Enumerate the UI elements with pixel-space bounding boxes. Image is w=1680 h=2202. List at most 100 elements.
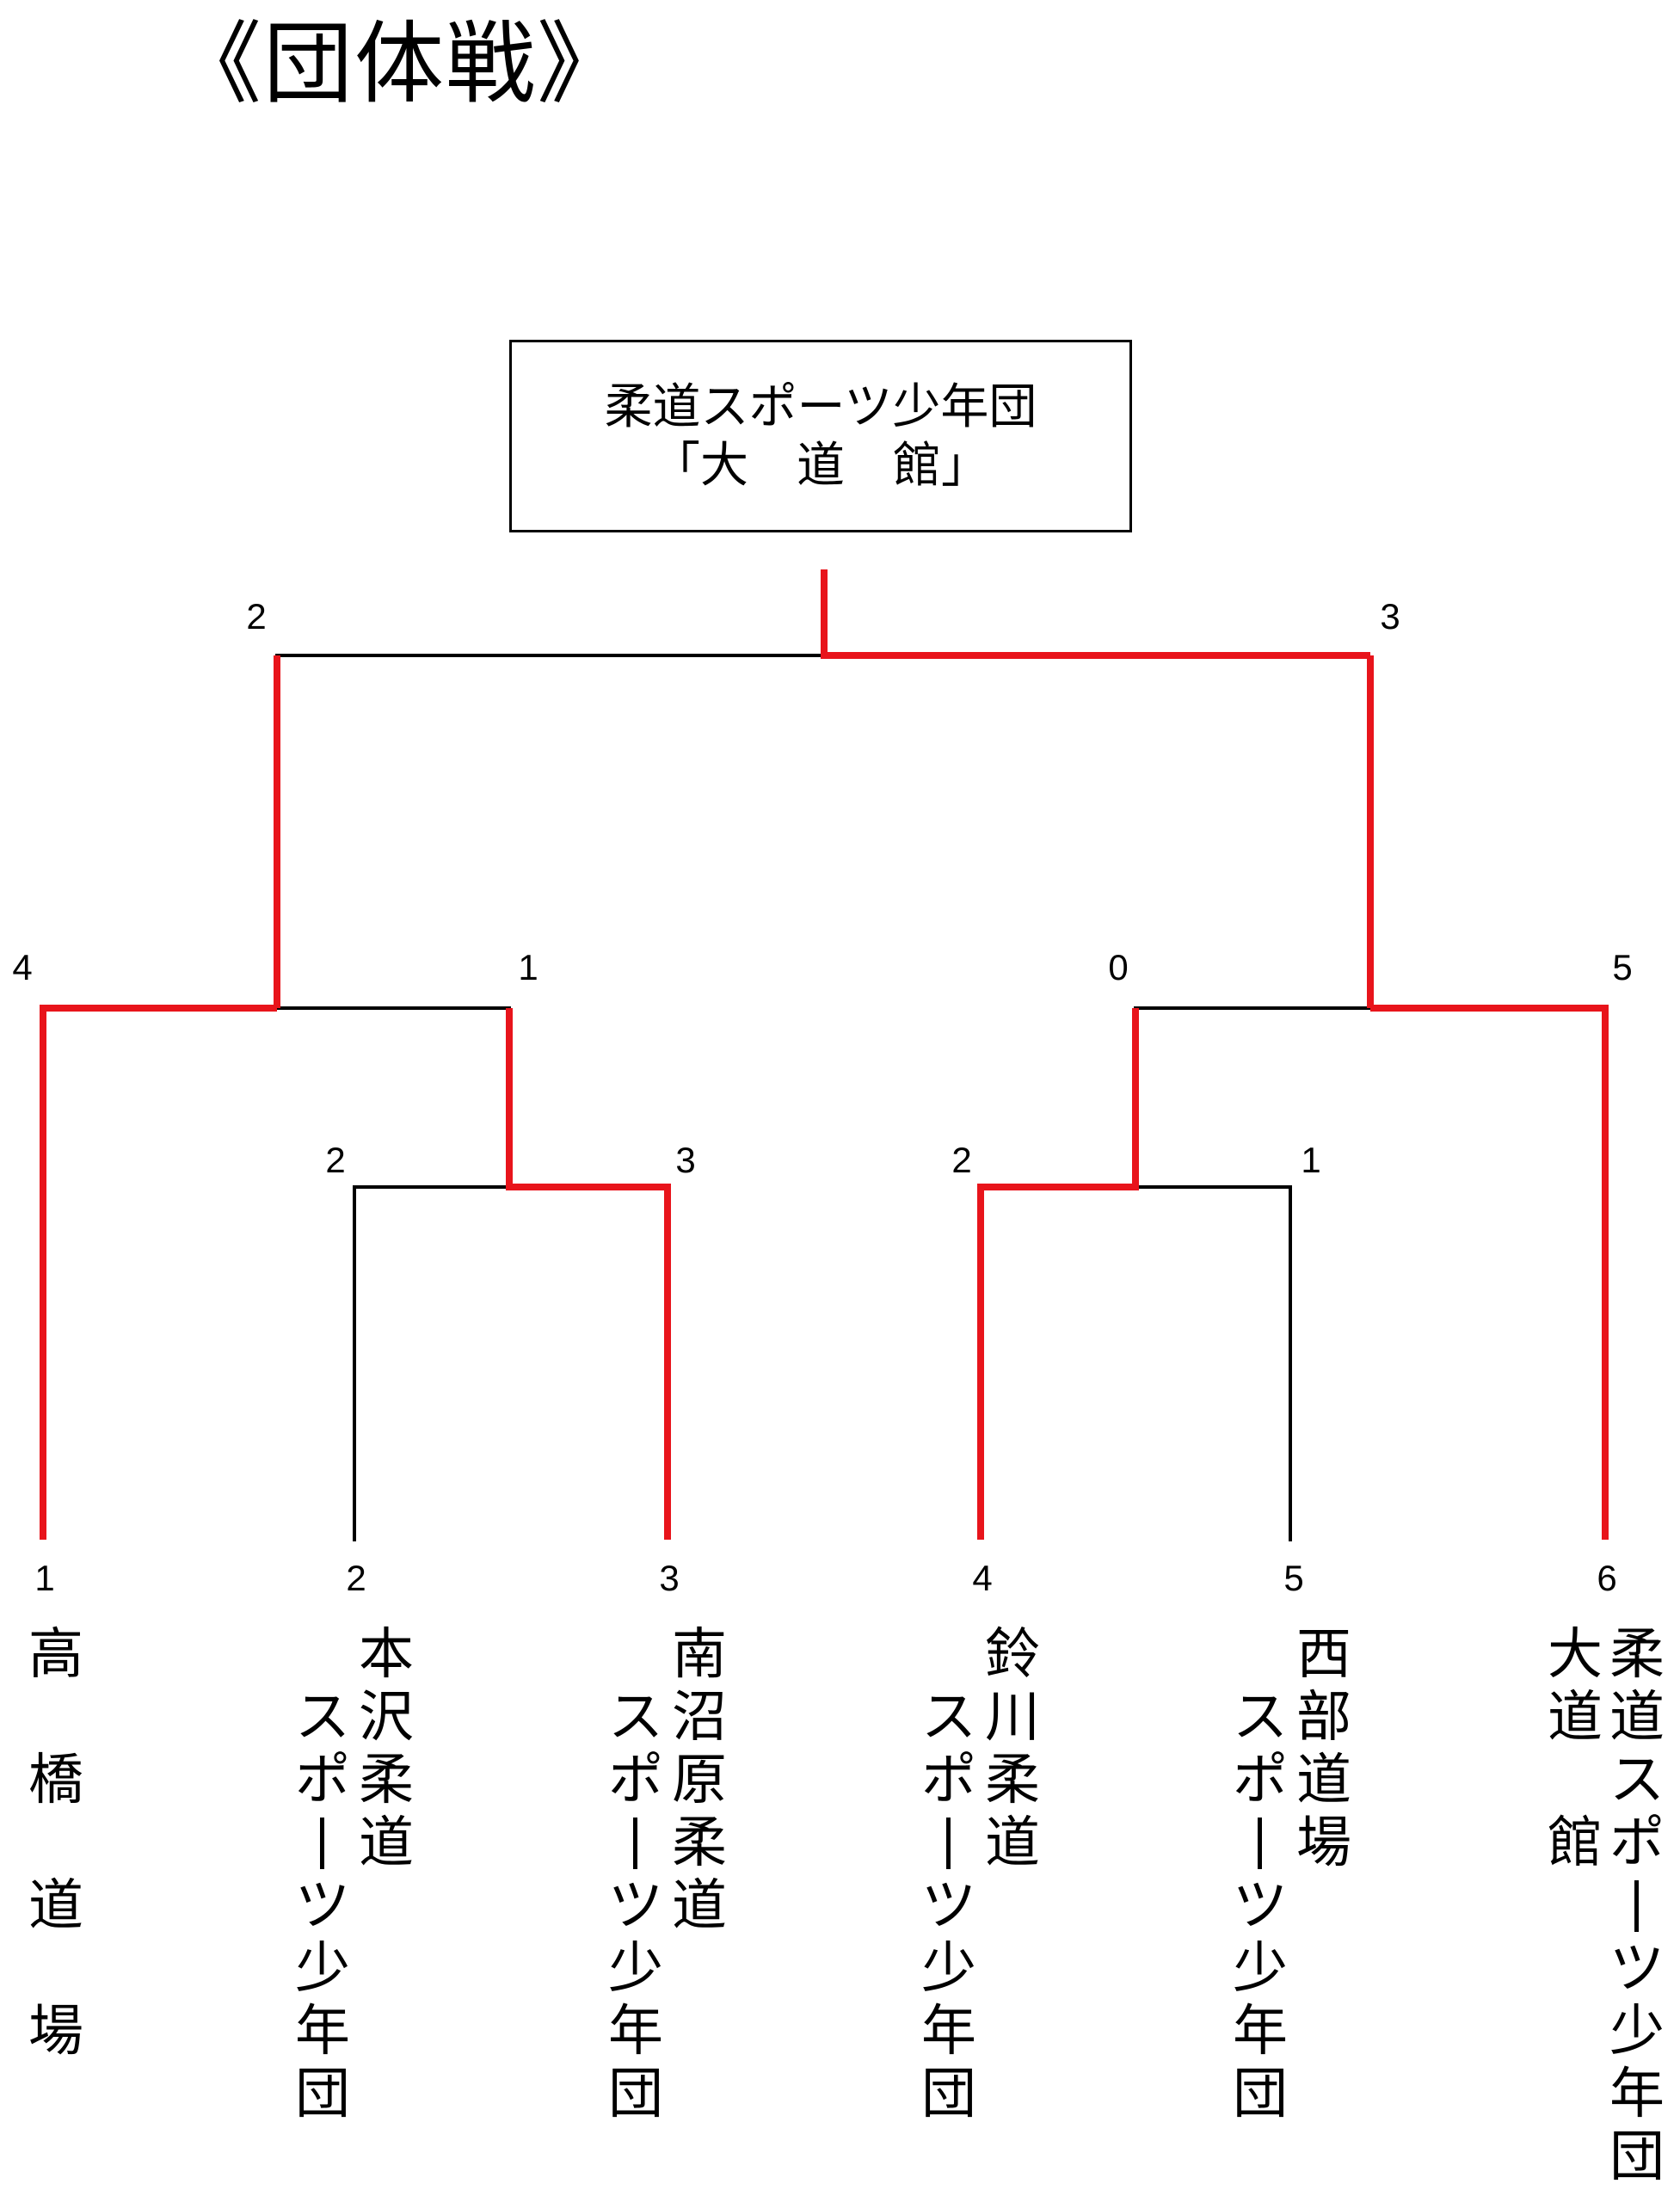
seed-number: 6 [1597, 1558, 1617, 1598]
team-name-char: ツ [1233, 1874, 1288, 1938]
champion-box: 柔道スポーツ少年団 「大 道 館」 [509, 340, 1132, 532]
team-name-char [1607, 1875, 1667, 1938]
team-name-char: 原 [672, 1749, 727, 1812]
final-left-score: 2 [246, 596, 267, 637]
team-4-name-club: スポツ少年団 [919, 1687, 979, 2126]
team-5-name-club: スポツ少年団 [1230, 1687, 1290, 2126]
team-name-char: 鈴 [985, 1623, 1040, 1687]
team-name-char: ポ [1233, 1749, 1288, 1812]
bracket-line-team1 [40, 1005, 277, 1540]
team-name-char: 橋 [28, 1749, 83, 1812]
team-name-char: 道 [1296, 1749, 1351, 1812]
team-name-char: 大 [1548, 1623, 1603, 1687]
seed-number: 1 [34, 1558, 55, 1598]
bracket-line-r1a-left [353, 1185, 511, 1541]
team-6-name-club: 柔道スポツ少年団 [1607, 1624, 1667, 2189]
team-name-char: 団 [921, 2063, 976, 2126]
team-name-char: ツ [608, 1874, 663, 1938]
team-name-char: ツ [1609, 1937, 1665, 2001]
team-2-name-place: 本沢柔道 [356, 1624, 416, 1875]
seed-number: 5 [1283, 1558, 1304, 1598]
team-name-char: 団 [295, 2063, 350, 2126]
team-3-name-place: 南沼原柔道 [669, 1624, 729, 1938]
seed-number: 4 [972, 1558, 993, 1598]
team-name-char: ポ [1609, 1811, 1665, 1875]
final-right-score: 3 [1380, 596, 1400, 637]
team-name-char: 本 [359, 1623, 414, 1687]
round1a-right-score: 3 [675, 1140, 696, 1180]
team-name-char: ス [295, 1686, 350, 1750]
team-name-char: 年 [1233, 2000, 1288, 2064]
team-2-name-club: スポツ少年団 [292, 1687, 353, 2126]
team-name-char: 団 [608, 2063, 663, 2126]
bracket-line-champion [821, 569, 1370, 659]
team-name-char: ス [1609, 1749, 1665, 1812]
team-name-char: 団 [1609, 2125, 1665, 2189]
team-name-char: 少 [1233, 1937, 1288, 2001]
team-name-char: 年 [608, 2000, 663, 2064]
team-name-char: 道 [985, 1811, 1040, 1875]
round1b-left-score: 2 [951, 1140, 972, 1180]
team-name-char: ス [921, 1686, 976, 1750]
team-name-char: 少 [921, 1937, 976, 2001]
team-name-char: 少 [295, 1937, 350, 2001]
team-name-char: 道 [1548, 1686, 1603, 1750]
team-name-char: ポ [921, 1749, 976, 1812]
team-name-char: 柔 [672, 1811, 727, 1875]
seed-number: 3 [659, 1558, 680, 1598]
team-name-char: 柔 [359, 1749, 414, 1812]
team-name-char [606, 1812, 666, 1875]
bracket-line-team4 [977, 1008, 1139, 1540]
semifinal2-right-score: 5 [1612, 947, 1633, 987]
team-name-char: 川 [985, 1686, 1040, 1750]
team-name-char: 年 [921, 2000, 976, 2064]
team-4-name-place: 鈴川柔道 [982, 1624, 1043, 1875]
team-name-char: 西 [1296, 1623, 1351, 1687]
bracket-line-r1b-right [1134, 1185, 1292, 1541]
team-name-char: 柔 [985, 1749, 1040, 1812]
team-name-char: 道 [359, 1811, 414, 1875]
round1b-right-score: 1 [1301, 1140, 1321, 1180]
team-5-name-place: 西部道場 [1294, 1624, 1354, 1875]
semifinal1-right-score: 1 [518, 947, 538, 987]
champion-name-line2: 「大 道 館」 [652, 438, 989, 494]
team-name-char [919, 1812, 979, 1875]
seed-number: 2 [346, 1558, 366, 1598]
team-name-char: 高 [28, 1623, 83, 1687]
champion-name-line1: 柔道スポーツ少年団 [604, 379, 1037, 435]
team-name-char: ポ [295, 1749, 350, 1812]
semifinal1-left-score: 4 [12, 947, 33, 987]
semifinal2-left-score: 0 [1108, 947, 1129, 987]
team-name-char [1230, 1812, 1290, 1875]
team-name-char [1545, 1750, 1605, 1812]
team-name-char: 道 [1609, 1686, 1665, 1750]
team-name-char: 館 [1548, 1811, 1603, 1875]
team-name-char: ス [1233, 1686, 1288, 1750]
team-name-char: ポ [608, 1749, 663, 1812]
team-name-char: 部 [1296, 1686, 1351, 1750]
team-name-char: 柔 [1609, 1623, 1665, 1687]
team-name-char: 南 [672, 1623, 727, 1687]
team-name-char: 場 [28, 2000, 83, 2064]
bracket-line-team3 [506, 1008, 671, 1540]
team-name-char: 道 [28, 1874, 83, 1938]
bracket-line-team6 [1370, 1005, 1609, 1540]
team-3-name-club: スポツ少年団 [606, 1687, 666, 2126]
team-name-char: ツ [921, 1874, 976, 1938]
team-name-char: ス [608, 1686, 663, 1750]
team-name-char: 少 [1609, 2000, 1665, 2064]
team-name-char: 少 [608, 1937, 663, 2001]
team-name-char [292, 1812, 353, 1875]
team-6-name-dojo: 大道館 [1545, 1624, 1605, 1875]
team-name-char: 年 [295, 2000, 350, 2064]
team-name-char: 沢 [359, 1686, 414, 1750]
team-name-char: ツ [295, 1874, 350, 1938]
team-name-char: 沼 [672, 1686, 727, 1750]
team-name-char: 道 [672, 1874, 727, 1938]
round1a-left-score: 2 [325, 1140, 346, 1180]
team-name-char: 年 [1609, 2063, 1665, 2126]
page-title: 《団体戦》 [172, 11, 629, 116]
team-name-char: 団 [1233, 2063, 1288, 2126]
team-1-name: 高橋道場 [26, 1624, 86, 2126]
